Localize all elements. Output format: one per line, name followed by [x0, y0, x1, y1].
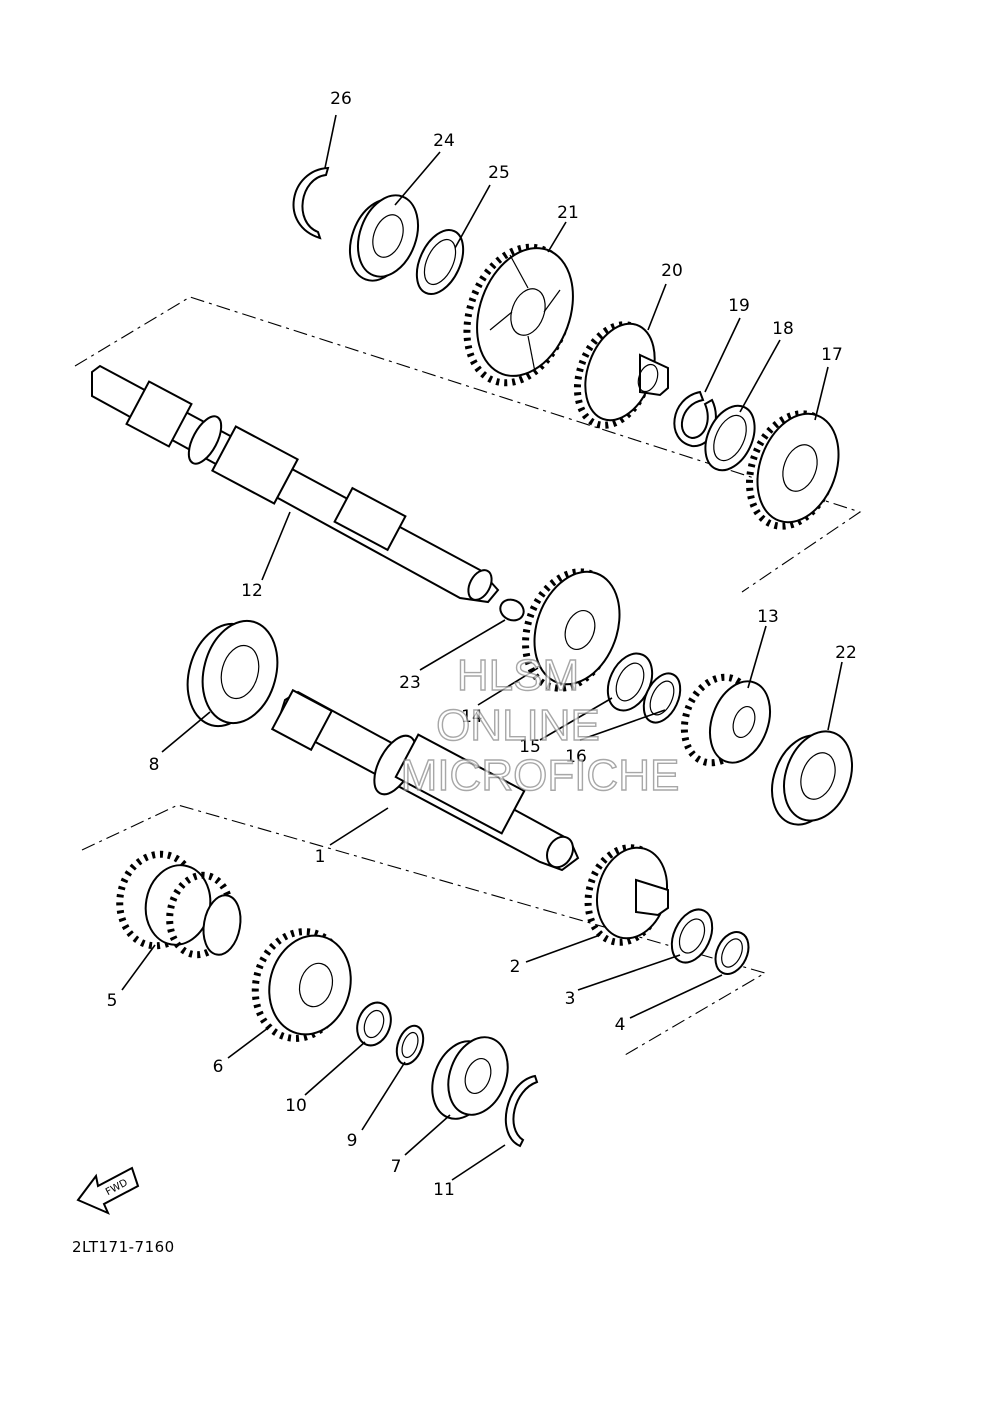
watermark-line-3: MICROFICHE	[401, 751, 680, 800]
callout-5: 5	[107, 991, 118, 1011]
group-outline-drive-axle	[81, 804, 767, 1056]
callout-14: 14	[461, 707, 483, 727]
callout-22: 22	[835, 643, 857, 663]
circlip-9	[395, 1024, 425, 1066]
gear-14	[522, 568, 621, 692]
collar-23	[499, 598, 525, 622]
circlip-16	[642, 672, 682, 724]
callout-12: 12	[241, 581, 263, 601]
callout-13: 13	[757, 607, 779, 627]
main-axle-12	[91, 364, 500, 604]
gear-2	[584, 844, 669, 946]
bearing-24	[349, 194, 419, 282]
gear-6	[251, 928, 352, 1042]
circlip-4	[714, 931, 750, 975]
drive-axle-1	[270, 688, 580, 872]
callouts: 26 24 25 21 20 19 18 17 12 23 14 15 16 1…	[107, 89, 857, 1200]
bearing-7	[431, 1036, 509, 1120]
callout-4: 4	[615, 1015, 626, 1035]
callout-10: 10	[285, 1096, 307, 1116]
gear-21	[463, 243, 574, 387]
callout-1: 1	[315, 847, 326, 867]
callout-18: 18	[772, 319, 794, 339]
circlip-19	[673, 390, 717, 448]
watermark-line-1: HLSM	[457, 651, 579, 700]
diagram-code: 2LT171-7160	[72, 1238, 175, 1256]
bearing-8	[186, 619, 279, 728]
gear-17	[745, 410, 840, 530]
callout-3: 3	[565, 989, 576, 1009]
callout-11: 11	[433, 1180, 455, 1200]
callout-24: 24	[433, 131, 455, 151]
bearing-22	[771, 730, 853, 826]
gear-13	[680, 673, 771, 767]
callout-17: 17	[821, 345, 843, 365]
circlip-11	[504, 1074, 539, 1148]
washer-10	[356, 1001, 392, 1047]
callout-16: 16	[565, 747, 587, 767]
callout-25: 25	[488, 163, 510, 183]
callout-6: 6	[213, 1057, 224, 1077]
callout-7: 7	[391, 1157, 402, 1177]
callout-20: 20	[661, 261, 683, 281]
watermark: HLSM ONLINE MICROFICHE	[400, 650, 680, 800]
callout-8: 8	[149, 755, 160, 775]
fwd-arrow-icon: FWD	[76, 1166, 140, 1215]
callout-21: 21	[557, 203, 579, 223]
circlip-26	[292, 166, 330, 240]
gear-5	[116, 850, 242, 959]
callout-9: 9	[347, 1131, 358, 1151]
washer-3	[670, 908, 714, 964]
gear-20	[573, 321, 669, 429]
callout-23: 23	[399, 673, 421, 693]
watermark-line-2: ONLINE	[436, 701, 600, 750]
washer-18	[704, 404, 756, 472]
leader-lines	[121, 114, 843, 1181]
callout-26: 26	[330, 89, 352, 109]
washer-15	[606, 652, 654, 712]
callout-15: 15	[519, 737, 541, 757]
washer-25	[415, 229, 465, 295]
group-outline-main-axle	[74, 296, 862, 593]
callout-19: 19	[728, 296, 750, 316]
callout-2: 2	[510, 957, 521, 977]
